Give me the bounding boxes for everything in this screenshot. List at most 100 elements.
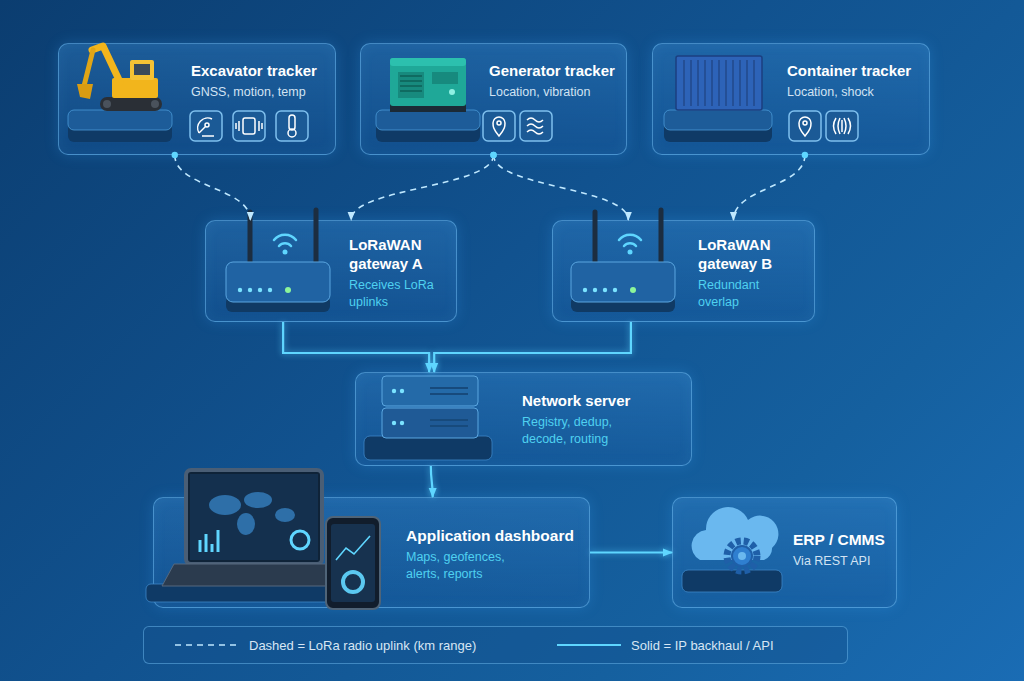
node-description: Location, shock — [787, 84, 927, 101]
node-box: ERP / CMMSVia REST API — [672, 497, 897, 608]
sensor-icons — [789, 111, 858, 141]
generator-illustration — [390, 104, 466, 112]
text-group: Excavator trackerGNSS, motion, temp — [191, 61, 331, 101]
gateway-router — [258, 288, 262, 292]
node-box: Container trackerLocation, shock — [652, 43, 930, 155]
node-title: Generator tracker — [489, 61, 625, 80]
server-illustration — [364, 436, 492, 460]
excavator-illustration — [134, 64, 150, 75]
generator-illustration — [376, 120, 480, 142]
sensor-icons — [288, 129, 296, 137]
node-description: Registry, dedup, decode, routing — [522, 414, 640, 448]
excavator-illustration — [100, 97, 162, 111]
laptop-illustration — [244, 492, 272, 508]
server-illustration — [430, 388, 468, 426]
server-illustration — [382, 408, 478, 438]
excavator-illustration — [84, 50, 93, 86]
container-illustration — [664, 110, 772, 130]
sensor-icons — [202, 135, 214, 137]
gateway-router — [268, 288, 272, 292]
laptop-illustration — [146, 470, 356, 602]
node-box: Generator trackerLocation, vibration — [360, 43, 627, 155]
ip-link — [434, 322, 631, 372]
node-title: LoRaWAN gateway A — [349, 235, 449, 273]
sensor-icons — [497, 121, 501, 125]
text-group: ERP / CMMSVia REST API — [793, 530, 895, 570]
sensor-icons — [799, 117, 811, 136]
node-title: Excavator tracker — [191, 61, 331, 80]
laptop-illustration — [186, 470, 322, 564]
radio-uplink — [175, 155, 251, 220]
node-description: Location, vibration — [489, 84, 625, 101]
sensor-icons — [527, 118, 543, 134]
legend-entry: Dashed = LoRa radio uplink (km range) — [174, 627, 476, 663]
laptop-illustration — [146, 584, 356, 602]
generator-illustration — [432, 72, 458, 84]
excavator-illustration — [68, 110, 172, 130]
gateway-router — [283, 250, 288, 255]
node-title: LoRaWAN gateway B — [698, 235, 798, 273]
sensor-icons — [493, 117, 505, 136]
phone-illustration — [326, 517, 380, 609]
uplink-dot — [172, 152, 178, 158]
radio-uplink — [494, 155, 629, 220]
cloud-gear-illustration — [682, 570, 782, 592]
legend-line-sample — [174, 640, 240, 650]
cloud-gear-illustration — [738, 552, 746, 560]
text-group: Container trackerLocation, shock — [787, 61, 927, 101]
cloud-gear-illustration — [727, 541, 757, 571]
container-illustration — [684, 60, 754, 106]
sensor-icons — [205, 123, 209, 127]
server-illustration — [392, 421, 396, 425]
excavator-illustration — [151, 100, 159, 108]
server-illustration — [400, 389, 404, 393]
sensor-icons — [834, 118, 851, 134]
laptop-illustration — [200, 530, 218, 552]
container-illustration — [664, 120, 772, 142]
text-group: Network serverRegistry, dedup, decode, r… — [522, 391, 672, 448]
ip-link — [283, 322, 429, 372]
cloud-gear-illustration — [692, 507, 779, 560]
legend-line-sample — [557, 644, 621, 646]
generator-illustration — [376, 110, 480, 130]
excavator-illustration — [92, 46, 120, 82]
node-description: Redundant overlap — [698, 277, 798, 311]
generator-illustration — [400, 76, 422, 91]
sensor-icons — [190, 111, 222, 141]
sensor-icons — [789, 111, 821, 141]
generator-illustration — [398, 72, 424, 98]
gateway-router — [248, 288, 252, 292]
gateway-router — [274, 235, 296, 246]
container-illustration — [664, 56, 772, 142]
sensor-icons — [199, 126, 206, 133]
excavator-illustration — [130, 60, 154, 80]
phone-illustration — [336, 536, 370, 560]
legend-line-sample — [175, 644, 239, 646]
sensor-icons — [483, 111, 552, 141]
sensor-icons — [236, 121, 262, 131]
ip-link — [590, 551, 672, 553]
node-box: LoRaWAN gateway B Redundant overlap — [552, 220, 815, 322]
node-title: Container tracker — [787, 61, 927, 80]
excavator-illustration — [68, 46, 172, 142]
laptop-illustration — [162, 564, 344, 586]
text-group: LoRaWAN gateway B Redundant overlap — [698, 235, 798, 311]
gateway-router — [226, 296, 330, 312]
node-description: GNSS, motion, temp — [191, 84, 331, 101]
server-illustration — [364, 376, 492, 460]
generator-illustration — [390, 58, 466, 66]
legend-text: Solid = IP backhaul / API — [631, 638, 774, 653]
node-title: Application dashboard — [406, 526, 588, 545]
laptop-illustration — [209, 495, 241, 515]
gateway-router — [314, 210, 319, 262]
sensor-icons — [233, 111, 265, 141]
legend-text: Dashed = LoRa radio uplink (km range) — [249, 638, 476, 653]
cloud-gear-illustration — [682, 507, 782, 592]
phone-illustration — [343, 572, 363, 592]
text-group: Application dashboardMaps, geofences, al… — [406, 526, 588, 583]
sensor-icons — [243, 118, 255, 134]
gateway-router — [248, 212, 253, 262]
phone-illustration — [331, 524, 375, 602]
gateway-router — [226, 210, 330, 312]
